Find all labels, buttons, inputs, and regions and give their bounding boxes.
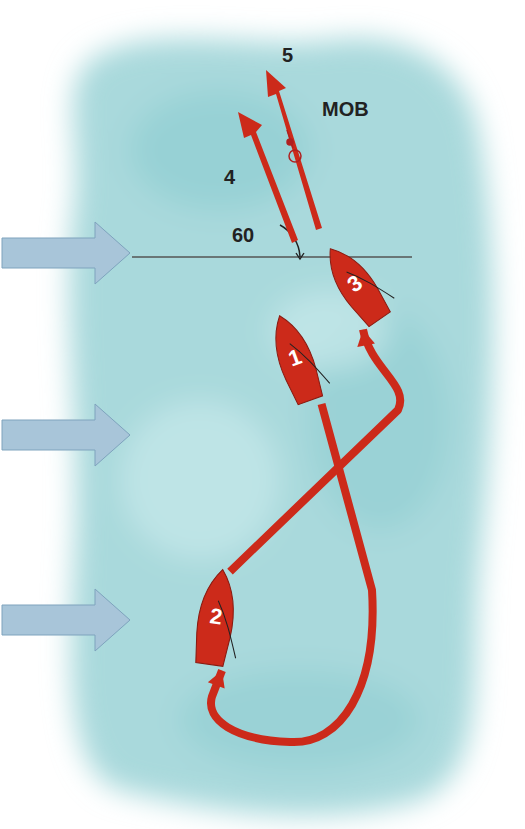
callout-number: 5 [282,44,293,67]
course-arrow [238,70,322,243]
angle-label: 60 [232,224,254,247]
wind-reference-line [132,256,412,258]
wind-arrow [2,222,130,651]
mob-label: MOB [322,98,369,121]
callout-number: 4 [224,166,235,189]
person-in-water [287,130,301,162]
